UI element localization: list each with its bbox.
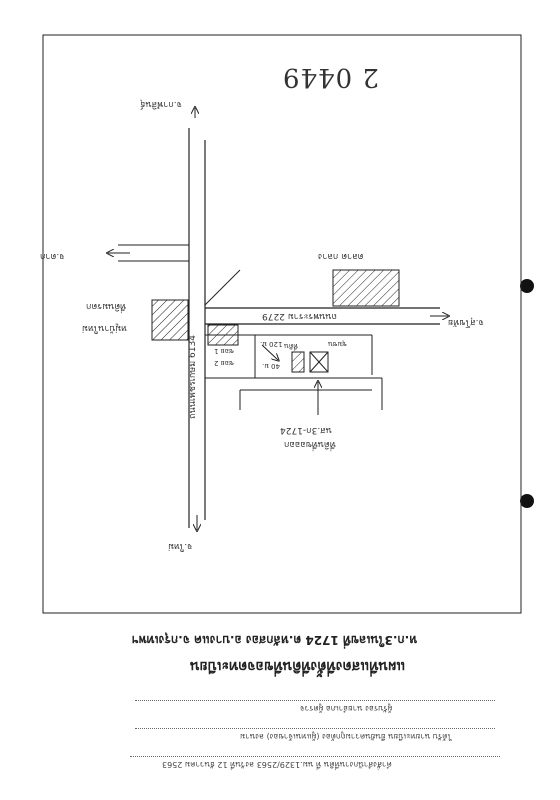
label-building-left-2: ที่ดินมรดก	[86, 301, 126, 311]
target-parcel	[309, 351, 329, 373]
label-small-2: ชุมชน	[328, 340, 347, 348]
form-line-1: คำสั่งสำนักงานที่ดิน ที่ นม.1329/2563 ลง…	[162, 760, 392, 769]
hatched-block-right	[332, 269, 400, 307]
label-building-left-1: หมู่บ้านใหม่	[82, 323, 128, 333]
label-building-right: ตลาด กลาง	[318, 251, 364, 261]
form-line-3: ผู้รับรอง นายอำเภอ ผู้ตรวจ	[300, 704, 393, 713]
label-distance-2: 40 ม.	[262, 362, 280, 370]
handwritten-number: 2 0449	[282, 62, 379, 92]
document-title: แผนที่แสดงที่ตั้งที่ดินที่ขอจดทะเบียน	[190, 658, 406, 674]
map-frame	[42, 34, 522, 614]
label-cross-road: ถนนพระราม 2279	[262, 311, 337, 321]
label-top-road: จ.กาฬสินธุ์	[140, 99, 182, 109]
document-subtitle: ห.ก.3ในเลขที่ 1724 ต.หลักสอง อ.บางแค จ.ก…	[132, 633, 418, 647]
label-soi-1: ซอย 1	[214, 347, 234, 355]
hatched-block-target-a	[291, 351, 305, 373]
label-distance-1: 120 ม.	[260, 340, 283, 348]
label-bottom-road: จ.ใหม่	[168, 541, 193, 551]
label-target-sub: ที่ดินที่ขอออก	[284, 439, 336, 449]
label-soi-2: ซอย 2	[214, 359, 234, 367]
label-target: นส.3ก-1724	[280, 425, 332, 435]
punch-hole-top	[520, 279, 534, 293]
punch-hole-bottom	[520, 494, 534, 508]
form-line-2: ได้รับ นายทะเบียน ยืนยันความถูกต้อง (ผู้…	[240, 732, 452, 741]
label-small-1: ที่ดิน	[284, 342, 298, 350]
hatched-block-left	[151, 299, 189, 341]
hatched-block-small	[207, 324, 239, 346]
label-right-road: จ.สุโขทัย	[448, 317, 484, 327]
label-left-road: จ.ตาก	[40, 251, 65, 261]
label-main-road: ถนนเพชรเกษม 6134	[187, 335, 198, 419]
